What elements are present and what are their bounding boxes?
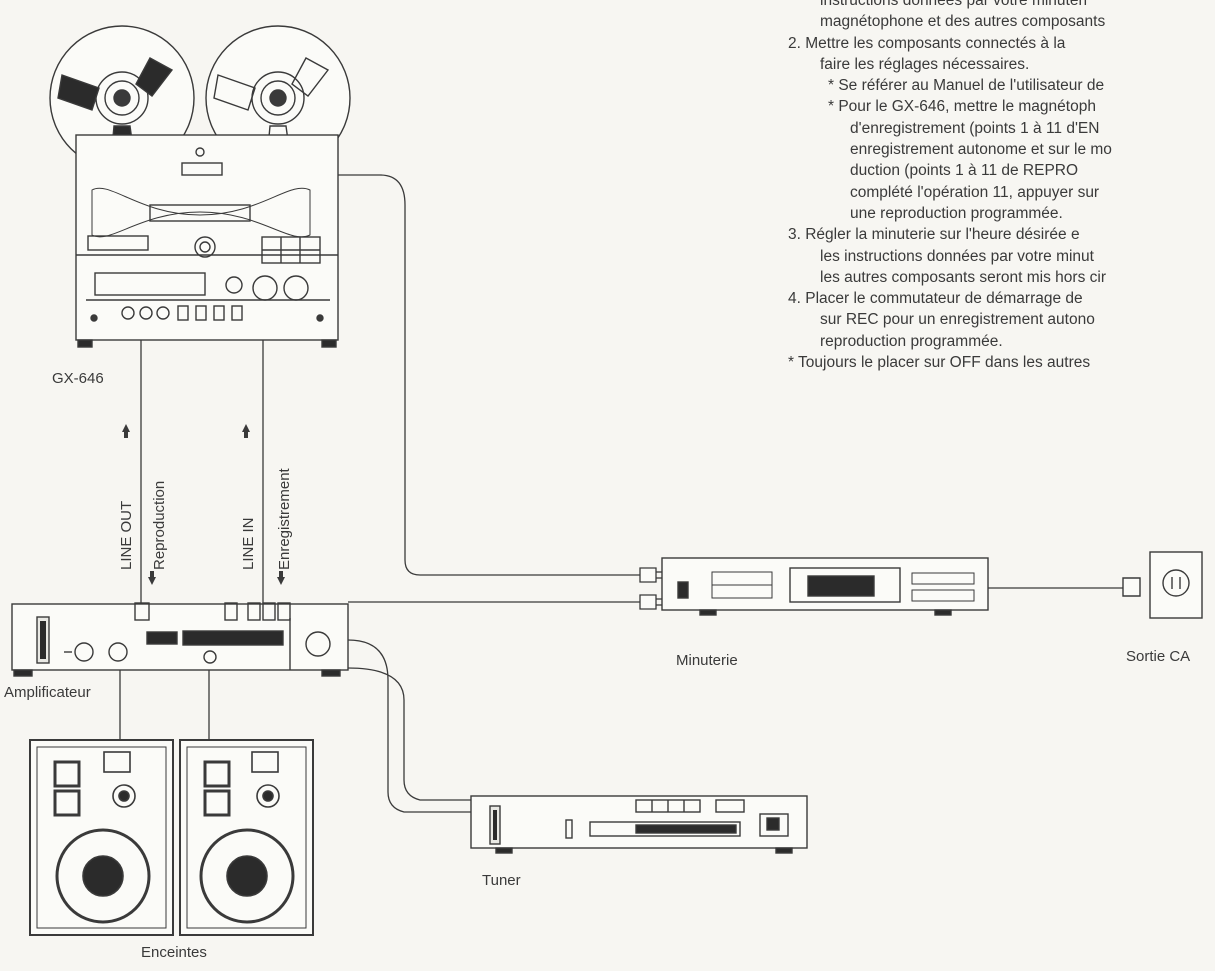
instruction-line: d'enregistrement (points 1 à 11 d'EN: [850, 119, 1100, 137]
instruction-line: instructions données par votre minuteri: [820, 0, 1088, 9]
speaker-right-icon: [179, 739, 314, 936]
signal-arrows: [122, 424, 285, 585]
instruction-line: magnétophone et des autres composants: [820, 13, 1106, 31]
arrow-up-icon: [242, 424, 250, 438]
instruction-line: * Pour le GX-646, mettre le magnétoph: [828, 98, 1096, 116]
timer: [661, 557, 989, 616]
instruction-line: * Se référer au Manuel de l'utilisateur …: [828, 77, 1105, 95]
label-line-in: LINE IN: [240, 517, 257, 570]
label-ac-outlet: Sortie CA: [1126, 648, 1191, 665]
instruction-line: les autres composants seront mis hors ci…: [820, 268, 1106, 286]
label-amplifier: Amplificateur: [4, 684, 91, 701]
instruction-line: enregistrement autonome et sur le mo: [850, 141, 1112, 159]
cables: [119, 174, 1123, 813]
amplifier: [11, 602, 349, 677]
instruction-line: complété l'opération 11, appuyer sur: [850, 183, 1100, 201]
tuner: [470, 795, 808, 854]
right-reel-icon: [205, 25, 351, 171]
speakers: [29, 739, 314, 936]
instruction-line: reproduction programmée.: [820, 332, 1003, 350]
instruction-line: duction (points 1 à 11 de REPRO: [850, 162, 1079, 180]
instruction-line: sur REC pour un enregistrement autono: [820, 311, 1095, 329]
instruction-line: * Toujours le placer sur OFF dans les au…: [788, 354, 1091, 372]
label-tuner: Tuner: [482, 872, 521, 889]
label-recording: Enregistrement: [276, 468, 293, 570]
instructions-text: instructions données par votre minuteri m…: [788, 0, 1112, 373]
speaker-left-icon: [29, 739, 174, 936]
arrow-up-icon: [122, 424, 130, 438]
tape-deck-gx646: [49, 25, 351, 348]
instruction-line: une reproduction programmée.: [850, 204, 1063, 222]
instruction-line: 3. Régler la minuterie sur l'heure désir…: [788, 226, 1080, 244]
label-timer: Minuterie: [676, 652, 738, 669]
label-tape-deck: GX-646: [52, 370, 104, 387]
arrow-down-icon: [148, 571, 156, 585]
instruction-line: 2. Mettre les composants connectés à la: [788, 34, 1066, 52]
left-reel-icon: [49, 25, 195, 171]
cable-amp-to-tuner-1: [347, 639, 471, 813]
label-playback: Reproduction: [151, 480, 168, 570]
instruction-line: les instructions données par votre minut: [820, 247, 1094, 265]
arrow-down-icon: [277, 571, 285, 585]
instruction-line: 4. Placer le commutateur de démarrage de: [788, 290, 1083, 308]
label-speakers: Enceintes: [141, 944, 207, 961]
label-line-out: LINE OUT: [118, 500, 135, 570]
ac-outlet-icon: [1122, 551, 1203, 619]
cable-deck-to-timer: [338, 174, 640, 576]
instruction-line: faire les réglages nécessaires.: [820, 55, 1030, 73]
cable-amp-to-tuner-2: [347, 667, 471, 801]
